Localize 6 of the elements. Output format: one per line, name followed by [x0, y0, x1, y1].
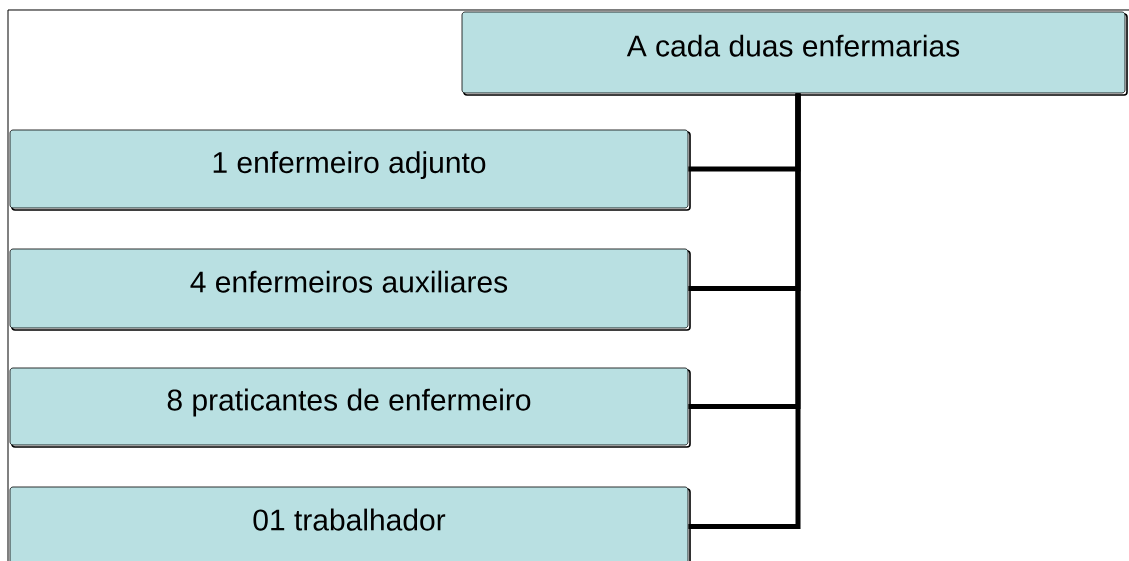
- title-box: A cada duas enfermarias: [461, 11, 1128, 96]
- connector-line: [688, 93, 801, 529]
- staff-box: 4 enfermeiros auxiliares: [9, 248, 691, 331]
- staff-box: 8 praticantes de enfermeiro: [9, 367, 691, 448]
- staff-box: 1 enfermeiro adjunto: [9, 129, 691, 211]
- staff-box: 01 trabalhador: [9, 486, 691, 561]
